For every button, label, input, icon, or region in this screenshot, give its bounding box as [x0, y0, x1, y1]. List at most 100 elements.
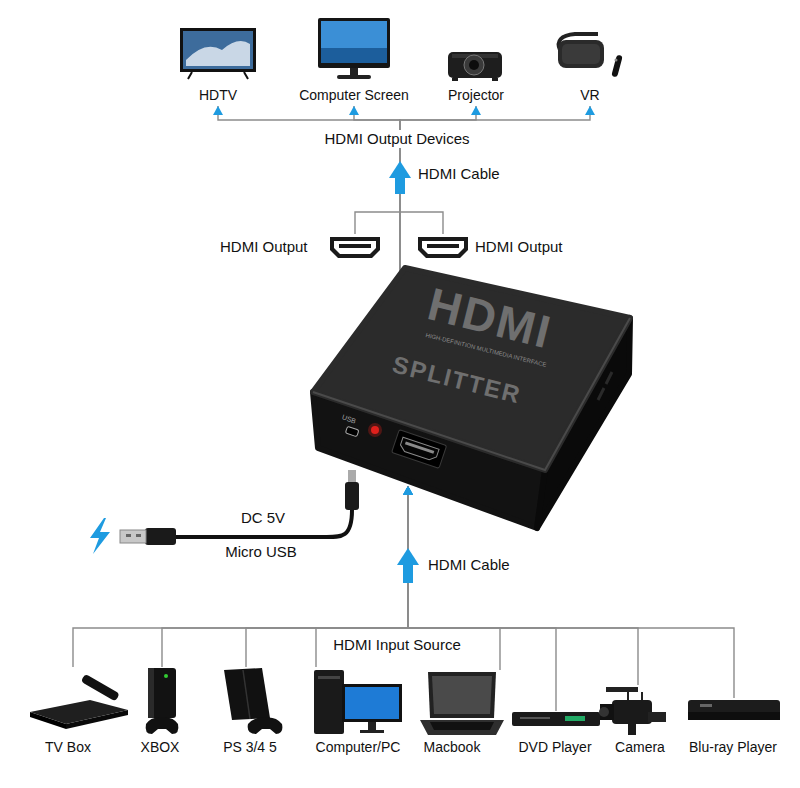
group-heading: HDMI Output Devices: [318, 130, 475, 148]
xbox-icon: [148, 668, 154, 718]
projector-icon: [448, 52, 502, 81]
monitor-icon: [318, 18, 390, 68]
bluray-player-icon: [688, 712, 780, 720]
camera-icon: [599, 687, 666, 735]
device-label: Computer Screen: [299, 87, 409, 104]
xbox-icon: [164, 674, 168, 678]
hdmi-port-icon: [339, 244, 371, 248]
hdmi-port-icon: [330, 237, 380, 258]
vr-headset-icon: [615, 59, 618, 62]
usb-cable: [176, 510, 352, 537]
arrow-head: [403, 486, 413, 495]
projector-icon: [452, 78, 458, 81]
bluray-player-icon: [700, 704, 712, 707]
usb-cable: [120, 530, 146, 543]
splitter-illustration: [598, 372, 612, 400]
hdmi-port-icon: [418, 237, 468, 258]
xbox-icon: [146, 718, 179, 734]
device-label: XBOX: [141, 739, 180, 756]
tv-box-icon: [81, 674, 120, 702]
usb-cable: [136, 534, 141, 537]
device-label: Projector: [448, 87, 504, 104]
dvd-player-icon: [520, 717, 550, 719]
arrow-head: [585, 106, 595, 115]
arrow-head: [403, 486, 413, 495]
splitter-illustration: [345, 426, 359, 436]
cable-label: HDMI Cable: [428, 556, 510, 574]
hdtv-icon: [188, 72, 248, 79]
arrow-head: [403, 486, 413, 495]
projector-icon: [464, 55, 484, 75]
connector-label: Micro USB: [225, 543, 297, 561]
desktop-pc-icon: [345, 687, 399, 719]
splitter-illustration: [405, 441, 434, 453]
hdmi-port-icon: [427, 244, 459, 248]
arrow-head: [471, 106, 481, 115]
device-label: Camera: [615, 739, 665, 756]
playstation-icon: [243, 670, 250, 719]
device-item: HDTV: [178, 26, 258, 106]
camera-icon: [599, 707, 609, 717]
device-item: PS 3/4 5: [219, 667, 285, 758]
device-item: TV Box: [30, 667, 128, 758]
splitter-illustration: [313, 268, 630, 528]
hdtv-icon: [180, 28, 256, 72]
usb-cable: [120, 470, 359, 545]
tv-box-icon: [30, 674, 128, 729]
connector-line: [408, 486, 734, 698]
splitter-illustration: [371, 426, 379, 434]
usb-cable: [145, 528, 176, 545]
monitor-icon: [318, 18, 390, 79]
device-item: Computer Screen: [295, 17, 413, 106]
hdtv-icon: [180, 28, 256, 79]
desktop-pc-icon: [314, 670, 402, 734]
laptop-icon: [428, 672, 496, 718]
cable-arrow: [389, 161, 411, 194]
arrow-head: [403, 486, 413, 495]
monitor-icon: [337, 75, 371, 79]
desktop-pc-icon: [314, 670, 344, 734]
usb-cable: [348, 470, 356, 482]
cable-label: HDMI Cable: [418, 165, 500, 183]
port-label: HDMI Output: [220, 238, 308, 256]
hdmi-port-icon: [334, 241, 376, 254]
projector-icon: [448, 52, 502, 78]
tv-box-icon: [30, 700, 128, 724]
arrow-head: [213, 106, 223, 115]
group-heading: HDMI Input Source: [327, 636, 467, 654]
dvd-player-icon: [565, 716, 585, 721]
power-bolt: [90, 518, 110, 554]
desktop-pc-icon: [360, 730, 384, 733]
device-label: VR: [580, 87, 599, 104]
dvd-player-icon: [512, 712, 600, 726]
splitter-illustration: [392, 430, 447, 469]
cable-arrow: [395, 176, 405, 194]
arrow-head: [349, 106, 359, 115]
arrow-head: [403, 486, 413, 495]
desktop-pc-icon: [318, 676, 340, 679]
power-label: DC 5V: [241, 509, 285, 527]
device-label: HDTV: [199, 87, 237, 104]
splitter-illustration: [368, 423, 382, 437]
device-item: DVD Player: [512, 711, 600, 758]
device-item: Camera: [600, 685, 669, 758]
desktop-pc-icon: [368, 722, 376, 730]
device-item: Computer/PC: [312, 667, 405, 758]
output-fork: [355, 212, 443, 234]
device-print: SPLITTER: [390, 352, 524, 407]
camera-icon: [612, 700, 652, 724]
laptop-icon: [420, 720, 504, 735]
arrow-head: [403, 486, 413, 495]
camera-icon: [600, 704, 614, 720]
device-item: Blu-ray Player: [685, 698, 781, 758]
bluray-player-icon: [688, 700, 780, 720]
arrow-head: [403, 486, 413, 495]
camera-icon: [628, 692, 642, 700]
monitor-icon: [321, 48, 387, 63]
hdmi-port-icon: [330, 237, 380, 258]
splitter-illustration: [313, 268, 630, 470]
hdtv-icon: [183, 31, 253, 69]
output-fork: [355, 212, 443, 234]
